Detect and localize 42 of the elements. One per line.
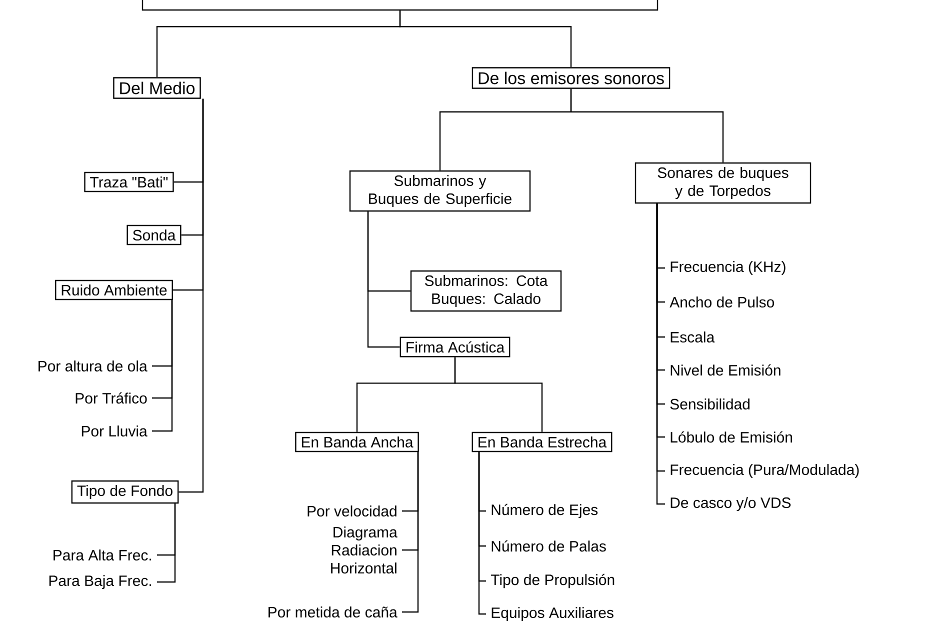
- item-label: Diagrama Radiacion Horizontal: [331, 526, 398, 574]
- connector-line: [367, 212, 400, 348]
- connector-line: [178, 98, 204, 493]
- category-box: Sonda: [126, 224, 182, 246]
- category-box: Ruido Ambiente: [55, 280, 173, 300]
- category-box: Tipo de Fondo: [71, 480, 179, 504]
- empty-box: [142, 0, 658, 11]
- item-label: Número de Palas: [492, 540, 606, 552]
- category-box: En Banda Ancha: [295, 432, 419, 452]
- item-label: Para Baja Frec.: [49, 575, 151, 589]
- item-label: Por Tráfico: [76, 392, 147, 404]
- item-label: Escala: [670, 332, 715, 342]
- connector-line: [157, 504, 176, 583]
- connector-line: [478, 452, 486, 615]
- category-box: Submarinos: Cota Buques: Calado: [410, 270, 562, 312]
- connector-line: [454, 357, 543, 432]
- item-label: Por metida de caña: [268, 606, 398, 618]
- connector-line: [399, 10, 572, 68]
- item-label: Para Alta Frec.: [54, 550, 151, 560]
- item-label: Tipo de Propulsión: [490, 574, 614, 588]
- item-label: Por velocidad: [308, 506, 396, 516]
- item-label: De casco y/o VDS: [670, 497, 791, 511]
- category-box: Sonares de buques y de Torpedos: [634, 162, 812, 204]
- item-label: Lóbulo de Emisión: [670, 431, 792, 443]
- item-label: Número de Ejes: [492, 504, 598, 518]
- item-label: Nivel de Emisión: [670, 364, 780, 376]
- category-box: En Banda Estrecha: [472, 432, 612, 452]
- category-box: Firma Acústica: [400, 336, 510, 358]
- category-box: Del Medio: [113, 77, 201, 99]
- category-box: De los emisores sonoros: [472, 67, 670, 89]
- connector-line: [570, 88, 724, 162]
- item-label: Por altura de ola: [38, 360, 148, 372]
- category-box: Traza "Bati": [84, 172, 174, 192]
- item-label: Por Lluvia: [82, 426, 148, 436]
- item-label: Equipos Auxiliares: [492, 607, 614, 621]
- item-label: Frecuencia (KHz): [670, 261, 786, 275]
- item-label: Sensibilidad: [670, 398, 750, 410]
- connector-line: [402, 452, 419, 613]
- connector-line: [152, 300, 173, 432]
- item-label: Ancho de Pulso: [670, 296, 774, 308]
- item-label: Frecuencia (Pura/Modulada): [670, 464, 859, 478]
- category-box: Submarinos y Buques de Superficie: [349, 170, 531, 212]
